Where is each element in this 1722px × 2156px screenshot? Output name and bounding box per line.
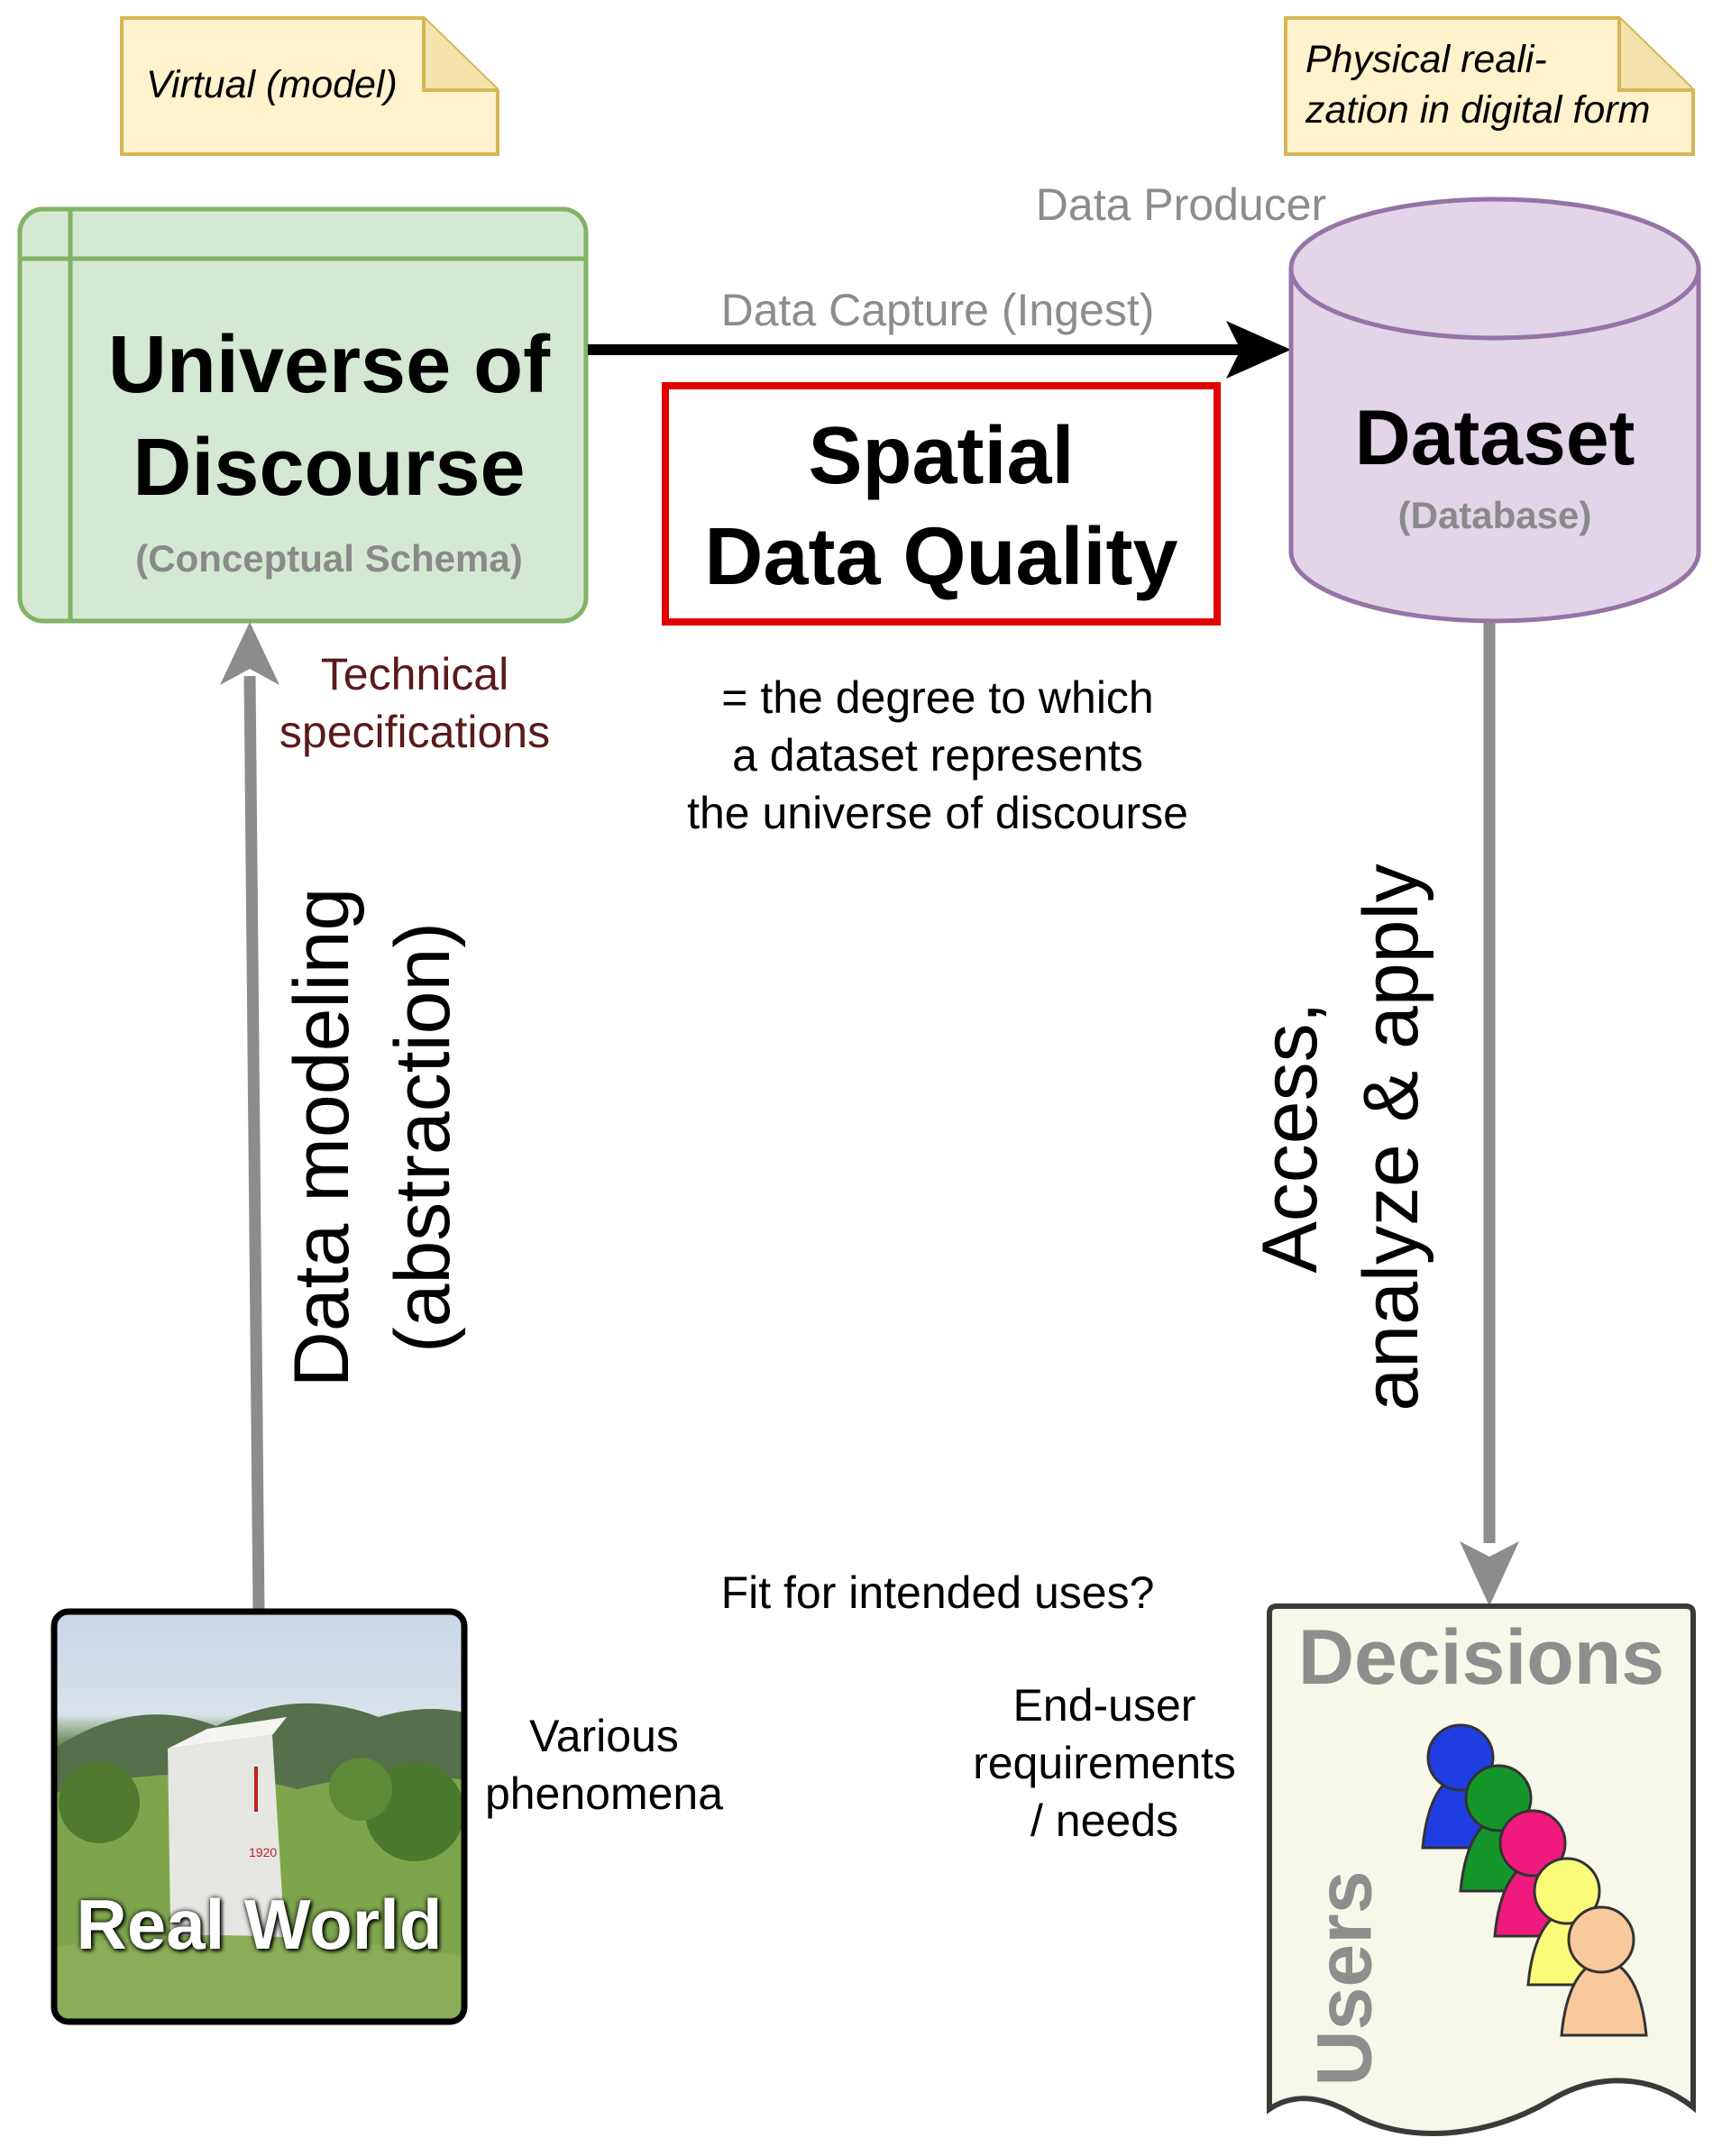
universe-subtitle: (Conceptual Schema) [135,537,523,580]
quality-definition-line1: = the degree to which [721,672,1154,723]
user-icon-peach [1560,1905,1648,2037]
phenomena-line1: Various [529,1711,679,1761]
svg-text:1920: 1920 [249,1845,277,1859]
data-modeling-line1: Data modeling [279,887,365,1388]
spatial-data-quality-box [662,382,1221,626]
access-line1: Access, [1247,1001,1333,1274]
universe-title-line1: Universe of [107,320,551,410]
dataset-subtitle: (Database) [1397,494,1592,536]
quality-definition: = the degree to which a dataset represen… [631,669,1244,842]
dataset-cylinder [1288,196,1701,624]
real-world-photo: 1920 [50,1608,468,2025]
data-modeling-arrow [220,622,279,1612]
technical-line1: Technical [320,649,509,699]
note-physical-line1: Physical reali- [1305,38,1547,81]
note-virtual-text: Virtual (model) [146,59,398,110]
technical-specifications-label: Technical specifications [252,645,577,761]
decisions-label: Decisions [1297,1614,1665,1701]
note-physical-text: Physical reali- zation in digital form [1305,34,1650,135]
note-virtual-label: Virtual (model) [146,63,398,106]
access-line2: analyze & apply [1348,863,1434,1411]
sdq-title-line2: Data Quality [704,512,1178,602]
data-capture-arrow [588,321,1291,379]
note-virtual [120,16,499,156]
access-label: Access, analyze & apply [1240,863,1442,1411]
spatial-data-quality-title: Spatial Data Quality [669,406,1214,608]
users-icon [1421,1723,1648,2037]
data-capture-label: Data Capture (Ingest) [720,285,1155,335]
dataset-title: Dataset [1354,395,1635,481]
quality-definition-line3: the universe of discourse [687,788,1188,838]
note-physical-line2: zation in digital form [1305,88,1651,132]
users-label: Users [1301,1870,1388,2087]
data-modeling-line2: (abstraction) [380,922,466,1353]
access-arrow [1460,622,1519,1606]
end-user-requirements-label: End-user requirements / needs [956,1676,1253,1850]
quality-definition-line2: a dataset represents [732,730,1143,781]
technical-line2: specifications [279,707,551,757]
universe-title: Universe of Discourse [72,314,586,519]
data-modeling-label: Data modeling (abstraction) [271,888,473,1388]
real-world-label: Real World [76,1885,443,1964]
note-physical [1284,16,1695,156]
data-producer-label: Data Producer [1035,179,1327,230]
universe-of-discourse-box [17,206,589,624]
phenomena-line2: phenomena [484,1768,724,1819]
end-user-line1: End-user [1012,1680,1196,1731]
end-user-line2: requirements [973,1738,1236,1788]
phenomena-label: Various phenomena [469,1707,739,1823]
universe-title-line2: Discourse [133,423,526,513]
end-user-line3: / needs [1030,1795,1178,1846]
sdq-title-line1: Spatial [808,411,1075,501]
fit-for-uses-label: Fit for intended uses? [720,1567,1155,1618]
